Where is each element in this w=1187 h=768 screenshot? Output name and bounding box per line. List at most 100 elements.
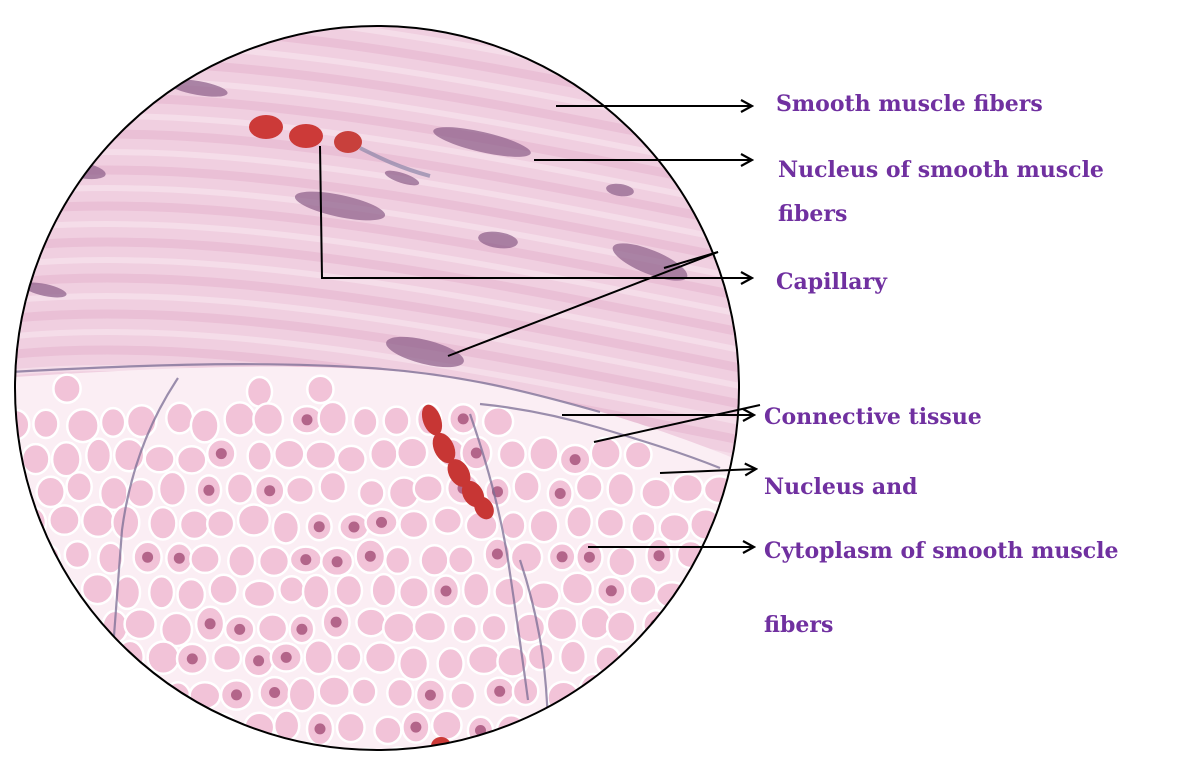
cross-section-cell bbox=[723, 510, 754, 542]
cross-section-cell bbox=[786, 716, 817, 744]
cross-section-cell bbox=[62, 743, 93, 768]
cross-section-cell bbox=[82, 574, 113, 604]
cross-section-cell bbox=[279, 576, 304, 602]
cross-section-cell bbox=[383, 613, 414, 643]
cross-section-cell bbox=[337, 446, 366, 473]
cross-section-cell bbox=[289, 678, 316, 711]
cross-section-nucleus bbox=[332, 556, 343, 567]
cross-section-cell bbox=[703, 743, 728, 768]
cross-section-cell bbox=[4, 677, 33, 709]
cross-section-cell bbox=[47, 648, 77, 679]
cross-section-nucleus bbox=[425, 690, 436, 701]
cross-section-nucleus bbox=[570, 454, 581, 465]
tissue-section bbox=[0, 0, 834, 768]
cross-section-cell bbox=[37, 747, 62, 768]
cross-section-cell bbox=[166, 403, 193, 434]
cross-section-nucleus bbox=[441, 586, 452, 597]
cross-section-nucleus bbox=[423, 758, 434, 768]
cross-section-cell bbox=[755, 582, 784, 608]
cross-section-cell bbox=[319, 677, 350, 706]
cross-section-nucleus bbox=[492, 549, 503, 560]
cross-section-cell bbox=[448, 546, 473, 573]
cross-section-cell bbox=[623, 717, 654, 747]
cross-section-cell bbox=[336, 575, 362, 606]
cross-section-cell bbox=[210, 575, 238, 604]
cross-section-nucleus bbox=[471, 448, 482, 459]
cross-section-nucleus bbox=[584, 552, 595, 563]
cross-section-cell bbox=[3, 748, 29, 768]
cross-section-cell bbox=[798, 681, 828, 710]
cross-section-cell bbox=[597, 509, 624, 537]
cross-section-cell bbox=[735, 683, 765, 713]
cross-section-cell bbox=[674, 746, 704, 768]
cross-section-cell bbox=[607, 612, 635, 642]
cross-section-cell bbox=[259, 547, 289, 576]
cross-section-cell bbox=[125, 749, 155, 768]
cross-section-cell bbox=[213, 645, 241, 671]
cross-section-nucleus bbox=[794, 656, 805, 667]
cross-section-cell bbox=[736, 472, 766, 504]
cross-section-nucleus bbox=[555, 488, 566, 499]
cross-section-cell bbox=[495, 578, 525, 606]
cross-section-cell bbox=[165, 682, 191, 713]
cross-section-cell bbox=[286, 477, 314, 503]
cross-section-cell bbox=[22, 444, 49, 474]
cross-section-nucleus bbox=[187, 726, 198, 737]
cross-section-cell bbox=[434, 508, 462, 534]
cross-section-cell bbox=[432, 711, 461, 740]
cross-section-cell bbox=[229, 747, 257, 768]
cross-section-nucleus bbox=[205, 618, 216, 629]
cross-section-cell bbox=[560, 641, 586, 673]
cross-section-cell bbox=[48, 577, 78, 609]
cross-section-cell bbox=[660, 711, 689, 741]
cross-section-cell bbox=[704, 476, 735, 503]
cross-section-nucleus bbox=[44, 685, 55, 696]
label-smooth-muscle-fibers: Smooth muscle fibers bbox=[776, 91, 1043, 117]
cross-section-cell bbox=[786, 510, 813, 537]
cross-section-cell bbox=[399, 647, 428, 679]
cross-section-cell bbox=[703, 680, 728, 710]
cross-section-nucleus bbox=[763, 515, 774, 526]
cross-section-cell bbox=[33, 545, 60, 572]
cross-section-cell bbox=[320, 472, 346, 501]
cross-section-cell bbox=[0, 440, 17, 471]
cross-section-cell bbox=[632, 646, 656, 676]
cross-section-cell bbox=[608, 473, 634, 506]
cross-section-cell bbox=[238, 505, 270, 536]
cross-section-cell bbox=[359, 480, 384, 506]
cross-section-cell bbox=[374, 717, 401, 744]
cross-section-cell bbox=[177, 446, 206, 473]
cross-section-cell bbox=[559, 711, 587, 742]
cross-section-cell bbox=[180, 510, 209, 539]
cross-section-cell bbox=[705, 610, 734, 637]
cross-section-nucleus bbox=[606, 585, 617, 596]
cross-section-nucleus bbox=[269, 687, 280, 698]
cross-section-cell bbox=[69, 612, 95, 640]
red-blood-cell bbox=[334, 131, 362, 153]
cross-section-cell bbox=[501, 512, 525, 539]
label-nucleus-line2: fibers bbox=[778, 201, 847, 227]
cross-section-cell bbox=[782, 577, 812, 604]
cross-section-cell bbox=[686, 643, 716, 677]
cross-section-cell bbox=[399, 511, 428, 538]
cross-section-cell bbox=[415, 750, 441, 768]
cross-section-cell bbox=[641, 479, 670, 508]
cross-section-cell bbox=[678, 677, 702, 705]
red-blood-cell bbox=[249, 115, 283, 139]
label-cytoplasm-line1: Cytoplasm of smooth muscle bbox=[764, 538, 1118, 564]
cross-section-nucleus bbox=[302, 414, 313, 425]
cross-section-cell bbox=[785, 644, 815, 677]
cross-section-nucleus bbox=[461, 760, 472, 768]
cross-section-cell bbox=[86, 439, 111, 473]
cross-section-cell bbox=[23, 648, 48, 676]
cross-section-nucleus bbox=[281, 652, 292, 663]
cross-section-nucleus bbox=[763, 726, 774, 737]
cross-section-cell bbox=[101, 408, 125, 437]
cross-section-cell bbox=[453, 616, 477, 642]
cross-section-cell bbox=[49, 505, 79, 534]
cross-section-cell bbox=[248, 442, 272, 471]
cross-section-nucleus bbox=[174, 553, 185, 564]
label-connective-tissue: Connective tissue bbox=[764, 404, 982, 430]
label-nucleus-line1: Nucleus of smooth muscle bbox=[778, 157, 1104, 183]
